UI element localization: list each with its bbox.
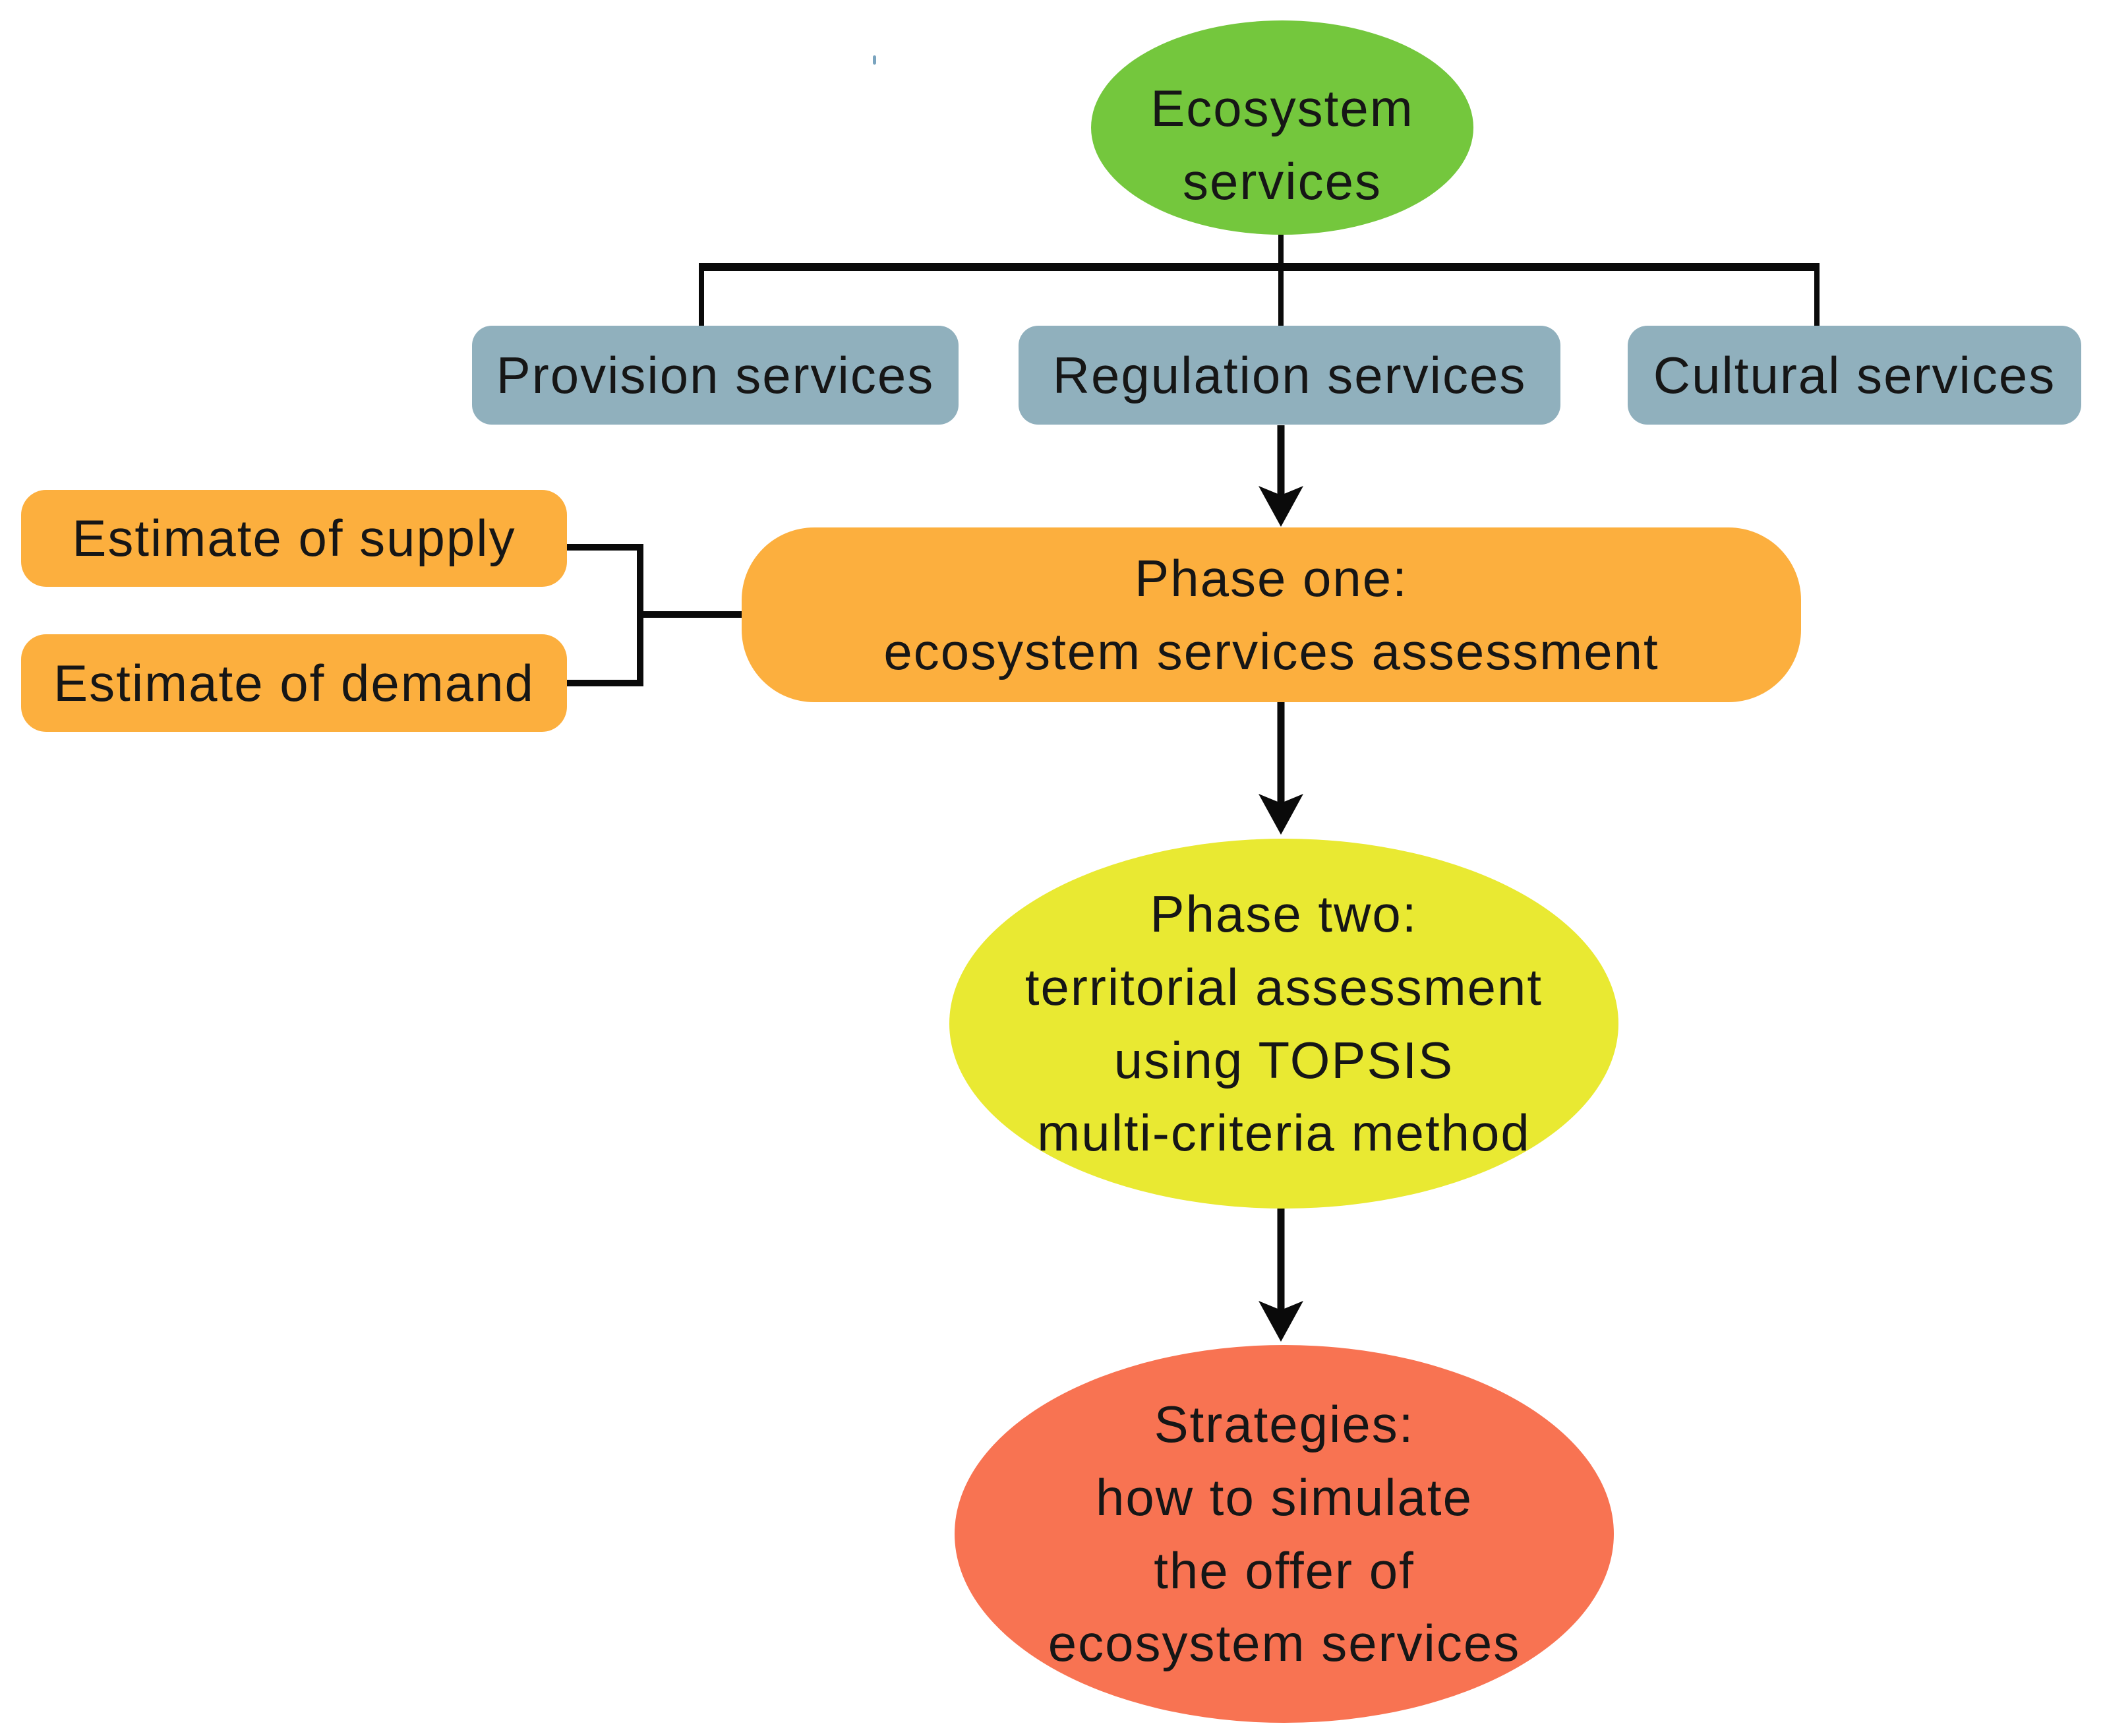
node-phase-one: Phase one: ecosystem services assessment — [742, 527, 1801, 702]
node-label-line: territorial assessment — [1024, 957, 1543, 1016]
arrowhead-phase-two — [1259, 794, 1303, 835]
node-label-line: multi-criteria method — [1037, 1104, 1531, 1162]
node-label-line: Phase two: — [1150, 885, 1418, 943]
node-label-line: using TOPSIS — [1113, 1031, 1454, 1089]
node-label: Regulation services — [1052, 345, 1527, 404]
node-estimate-of-supply: Estimate of supply — [21, 490, 567, 587]
node-label-line: the offer of — [1154, 1541, 1415, 1600]
node-label-line: Phase one: — [1135, 549, 1408, 607]
node-label-line: how to simulate — [1096, 1468, 1473, 1526]
node-label-line: services — [1182, 152, 1382, 210]
node-label-line: Strategies: — [1154, 1395, 1415, 1453]
node-phase-two: Phase two: territorial assessment using … — [949, 839, 1618, 1209]
node-label: Estimate of demand — [53, 653, 535, 712]
arrowhead-strategies — [1259, 1301, 1303, 1342]
stray-tick-mark — [873, 55, 876, 65]
node-strategies: Strategies: how to simulate the offer of… — [955, 1345, 1614, 1723]
node-cultural-services: Cultural services — [1628, 326, 2081, 425]
node-label: Provision services — [496, 345, 935, 404]
node-regulation-services: Regulation services — [1019, 326, 1560, 425]
node-label-line: ecosystem services — [1048, 1614, 1521, 1673]
node-label: Estimate of supply — [72, 509, 516, 568]
node-estimate-of-demand: Estimate of demand — [21, 634, 567, 732]
node-label-line: Ecosystem — [1150, 78, 1414, 137]
arrowhead-phase-one — [1259, 486, 1303, 527]
node-label: Cultural services — [1653, 345, 2056, 404]
node-ecosystem-services: Ecosystem services — [1091, 20, 1473, 235]
node-provision-services: Provision services — [472, 326, 959, 425]
node-label-line: ecosystem services assessment — [883, 622, 1659, 680]
